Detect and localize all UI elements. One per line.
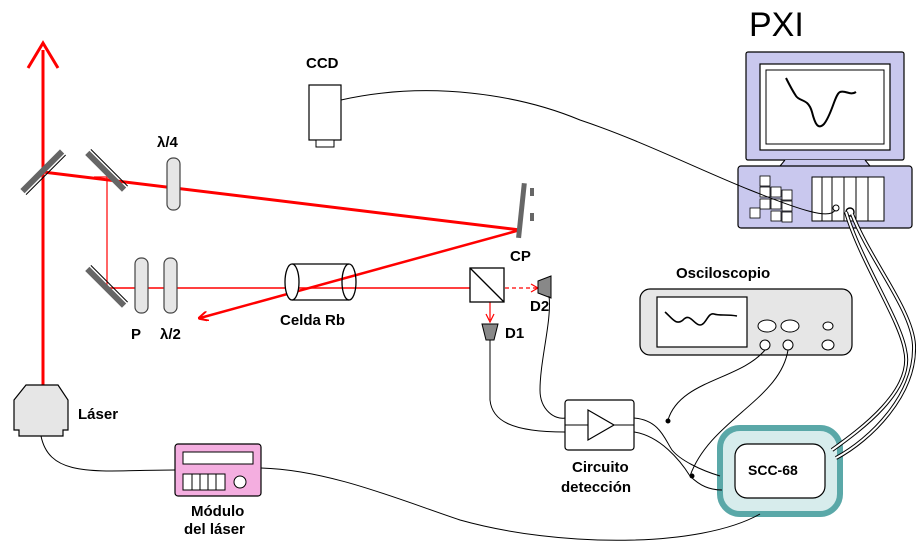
cable-ccd-pxi <box>340 90 836 215</box>
laser-head-icon <box>13 384 69 437</box>
ccd-camera-icon <box>308 84 342 148</box>
cable-pxi-scc-a-inner <box>831 211 908 451</box>
lambda4-plate <box>166 157 181 211</box>
laser-label: Láser <box>78 406 119 423</box>
lambda2-plate <box>163 257 178 314</box>
detector-icon <box>481 275 552 341</box>
cp-label: CP <box>510 248 531 265</box>
cp-mirror <box>516 182 534 239</box>
wave-plate-icon <box>134 157 181 314</box>
d1-label: D1 <box>505 325 525 342</box>
polarizer-plate <box>134 257 149 314</box>
pxi-label: PXI <box>749 6 804 44</box>
cable-osc-2 <box>689 349 789 477</box>
beam-top-arrowhead <box>26 40 60 69</box>
cable-pxi-scc-b-inner <box>835 213 916 459</box>
cable-osc-1 <box>667 349 766 421</box>
signal-cables <box>40 90 916 541</box>
d1-detector <box>481 323 499 341</box>
cell-icon <box>284 263 357 301</box>
d2-detector <box>537 275 552 299</box>
oscilloscope-icon <box>639 288 853 356</box>
pxi-monitor-icon <box>737 51 913 229</box>
cable-d1-amplifier <box>489 340 566 433</box>
beam-splitter-icon <box>469 267 505 303</box>
cable-laser-module <box>40 435 176 472</box>
detection-label-1: Circuito <box>572 459 629 476</box>
oscilloscope-label: Osciloscopio <box>676 265 771 282</box>
polarizer-label: P <box>131 326 142 343</box>
scc-label: SCC-68 <box>748 462 798 478</box>
laser-module-label-1: Módulo <box>191 503 245 520</box>
laser-module-icon <box>174 443 262 497</box>
lambda2-label: λ/2 <box>160 326 181 343</box>
d2-label: D2 <box>530 298 550 315</box>
detection-label-2: detección <box>561 479 632 496</box>
laser-beam-paths <box>26 40 540 385</box>
cable-amp-scc-1 <box>633 417 721 477</box>
cable-amp-scc-2 <box>633 431 723 491</box>
scc-68-box <box>717 425 843 517</box>
cable-d2-amplifier <box>539 295 566 419</box>
mirror-icon <box>20 149 534 308</box>
cable-module-scc <box>260 467 761 541</box>
beam-return <box>200 228 521 318</box>
ccd-label: CCD <box>306 55 339 72</box>
cell-label: Celda Rb <box>280 312 346 329</box>
laser-module-label-2: del láser <box>184 521 245 538</box>
lambda4-label: λ/4 <box>157 134 178 151</box>
amplifier-icon <box>564 399 635 451</box>
beam-d1-arrowhead <box>485 313 495 324</box>
